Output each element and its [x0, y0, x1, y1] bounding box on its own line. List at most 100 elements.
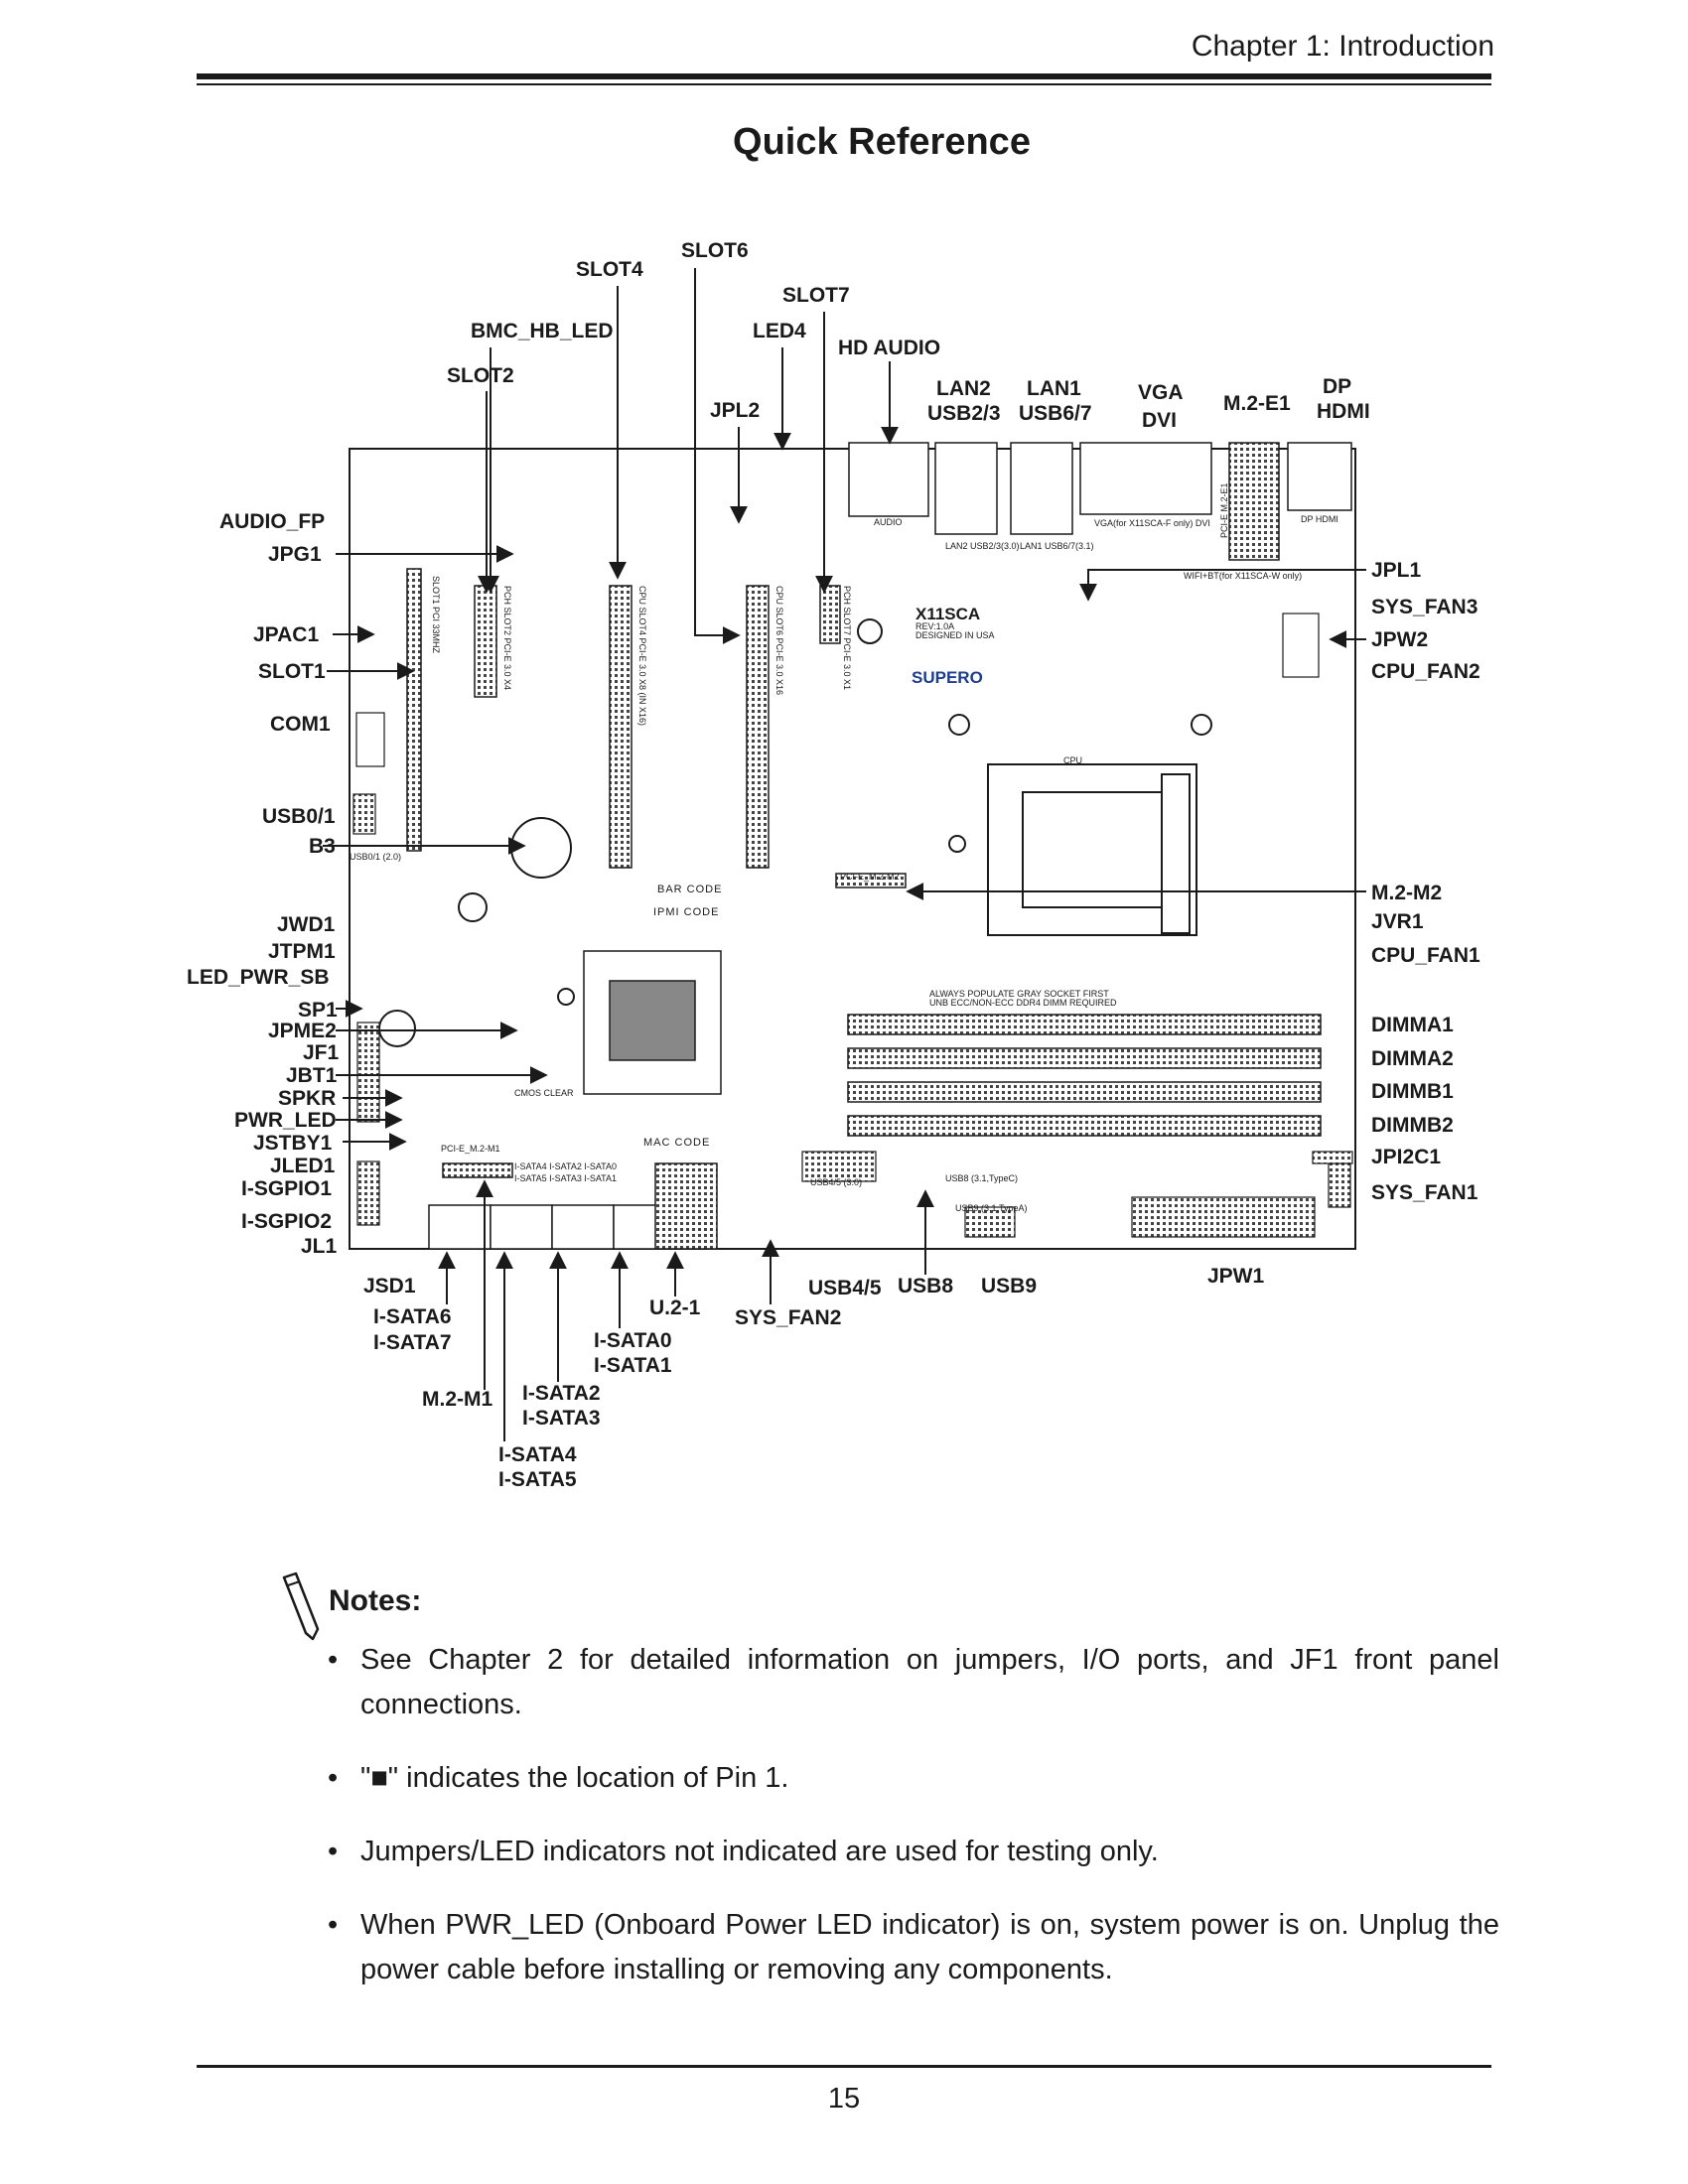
label-b3: B3	[309, 835, 336, 858]
pch-chip	[583, 950, 722, 1095]
label-jstby1: JSTBY1	[253, 1132, 333, 1155]
label-jpme2: JPME2	[268, 1020, 337, 1042]
label-spkr: SPKR	[278, 1087, 336, 1110]
silk-lan1: LAN1 USB6/7(3.1)	[1020, 541, 1094, 551]
label-usb23: USB2/3	[927, 402, 1001, 425]
silk-ipmi-code: IPMI CODE	[653, 906, 719, 918]
label-jpi2c1: JPI2C1	[1371, 1146, 1441, 1168]
label-isata2: I-SATA2	[522, 1382, 601, 1405]
silk-board-rev: REV:1.0A	[915, 621, 954, 631]
silk-pcie-m2-m1: PCI-E_M.2-M1	[441, 1144, 500, 1154]
right-callouts: JPL1 SYS_FAN3 JPW2 CPU_FAN2 M.2-M2 JVR1 …	[1371, 559, 1480, 1204]
label-u21: U.2-1	[649, 1297, 701, 1319]
label-jled1: JLED1	[270, 1155, 336, 1177]
label-m2-m2: M.2-M2	[1371, 882, 1442, 904]
label-isata4: I-SATA4	[498, 1443, 577, 1466]
notes-list: See Chapter 2 for detailed information o…	[328, 1638, 1499, 2021]
motherboard-diagram: X11SCA REV:1.0A DESIGNED IN USA SUPERO C…	[187, 239, 1480, 1491]
label-isata3: I-SATA3	[522, 1407, 601, 1430]
label-usb8: USB8	[898, 1275, 953, 1297]
label-isata6: I-SATA6	[373, 1305, 452, 1328]
label-jbt1: JBT1	[286, 1064, 338, 1087]
label-isgpio1: I-SGPIO1	[241, 1177, 332, 1200]
label-isata7: I-SATA7	[373, 1331, 452, 1354]
note-item: When PWR_LED (Onboard Power LED indicato…	[328, 1903, 1499, 1992]
note-item: See Chapter 2 for detailed information o…	[328, 1638, 1499, 1727]
label-isata1: I-SATA1	[594, 1354, 672, 1377]
label-isata0: I-SATA0	[594, 1329, 672, 1352]
silk-pcie-m2-m2: PCI-E_M.2-M2	[840, 872, 900, 882]
note-item: Jumpers/LED indicators not indicated are…	[328, 1830, 1499, 1874]
silk-wifi: WIFI+BT(for X11SCA-W only)	[1184, 571, 1302, 581]
label-slot1: SLOT1	[258, 660, 326, 683]
silk-slot7: PCH SLOT7 PCI-E 3.0 X1	[842, 586, 852, 690]
silk-sata-1: I-SATA4 I-SATA2 I-SATA0	[514, 1161, 617, 1171]
silk-lan2: LAN2 USB2/3(3.0)	[945, 541, 1020, 551]
silk-pcie-m2-e1: PCI-E M.2-E1	[1219, 482, 1229, 538]
label-jpw1: JPW1	[1207, 1265, 1265, 1288]
silk-vga-dvi: VGA(for X11SCA-F only) DVI	[1094, 518, 1210, 528]
label-usb01: USB0/1	[262, 805, 336, 828]
label-jsd1: JSD1	[363, 1275, 416, 1297]
expansion-slots	[406, 568, 841, 869]
label-audio-fp: AUDIO_FP	[219, 510, 325, 533]
label-slot7: SLOT7	[782, 284, 850, 307]
chapter-header: Chapter 1: Introduction	[1191, 30, 1494, 63]
label-isata5: I-SATA5	[498, 1468, 577, 1491]
silk-designed: DESIGNED IN USA	[915, 630, 995, 640]
label-jpg1: JPG1	[268, 543, 322, 566]
label-lan2: LAN2	[936, 377, 991, 400]
label-dvi: DVI	[1142, 409, 1177, 432]
label-isgpio2: I-SGPIO2	[241, 1210, 332, 1233]
label-jtpm1: JTPM1	[268, 940, 336, 963]
silk-slot2: PCH SLOT2 PCI-E 3.0 X4	[502, 586, 512, 690]
rear-io-ports	[848, 442, 1352, 561]
label-dimma2: DIMMA2	[1371, 1047, 1454, 1070]
top-leader-lines	[478, 268, 899, 644]
label-sp1: SP1	[298, 999, 338, 1022]
label-vga: VGA	[1138, 381, 1184, 404]
silk-audio: AUDIO	[874, 517, 903, 527]
silk-usb8: USB8 (3.1,TypeC)	[945, 1173, 1018, 1183]
pencil-icon	[282, 1571, 320, 1641]
label-jpw2: JPW2	[1371, 628, 1428, 651]
label-hdmi: HDMI	[1317, 400, 1370, 423]
label-jwd1: JWD1	[277, 913, 336, 936]
header-rule-thick	[197, 73, 1491, 79]
silk-usb01: USB0/1 (2.0)	[350, 852, 401, 862]
label-dp: DP	[1323, 375, 1351, 398]
silk-usb45: USB4/5 (3.0)	[810, 1177, 862, 1187]
label-sys-fan1: SYS_FAN1	[1371, 1181, 1478, 1204]
silk-mac-code: MAC CODE	[643, 1137, 710, 1149]
label-led-pwr-sb: LED_PWR_SB	[187, 966, 330, 989]
label-slot4: SLOT4	[576, 258, 643, 281]
silk-bar-code: BAR CODE	[657, 884, 722, 895]
page-title: Quick Reference	[733, 121, 1031, 163]
silk-cmos-clear: CMOS CLEAR	[514, 1088, 574, 1098]
label-jpac1: JPAC1	[253, 623, 319, 646]
label-jvr1: JVR1	[1371, 910, 1424, 933]
silkscreen-text: X11SCA REV:1.0A DESIGNED IN USA SUPERO C…	[350, 482, 1338, 1213]
silk-slot4: CPU SLOT4 PCI-E 3.0 X8 (IN X16)	[637, 586, 647, 726]
label-m2-m1: M.2-M1	[422, 1388, 492, 1411]
label-dimma1: DIMMA1	[1371, 1014, 1454, 1036]
header-rule-thin	[197, 83, 1491, 85]
brand-logo: SUPERO	[912, 668, 983, 687]
page-number: 15	[827, 2083, 861, 2115]
onboard-headers	[352, 613, 1353, 1238]
storage-connectors	[428, 873, 907, 1250]
label-dimmb2: DIMMB2	[1371, 1114, 1454, 1137]
label-slot2: SLOT2	[447, 364, 514, 387]
dimm-slots	[847, 1014, 1322, 1137]
label-com1: COM1	[270, 713, 331, 736]
label-usb45: USB4/5	[808, 1277, 882, 1299]
silk-slot6: CPU SLOT6 PCI-E 3.0 X16	[774, 586, 784, 695]
label-hd-audio: HD AUDIO	[838, 337, 940, 359]
silk-usb9: USB9 (3.1,TypeA)	[955, 1203, 1028, 1213]
bottom-leader-lines	[438, 1179, 934, 1441]
label-led4: LED4	[753, 320, 806, 342]
label-dimmb1: DIMMB1	[1371, 1080, 1454, 1103]
silk-dimm-note-1: ALWAYS POPULATE GRAY SOCKET FIRST	[929, 989, 1109, 999]
silk-slot1: SLOT1 PCI 33MHZ	[431, 576, 441, 654]
label-cpu-fan2: CPU_FAN2	[1371, 660, 1480, 683]
